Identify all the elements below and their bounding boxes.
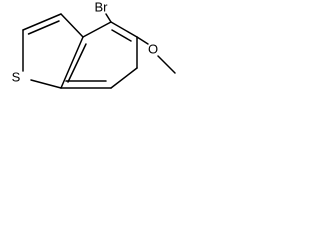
bond-c2-c3-double	[27, 20, 60, 35]
bond-c7a-c3a	[60, 36, 84, 89]
bond-c4-c5-double	[111, 29, 132, 42]
bond-c7a-s	[30, 79, 62, 89]
bond-c3a-c4	[82, 21, 112, 38]
bond-c2-c3	[22, 13, 62, 31]
bond-c4-br	[105, 13, 112, 23]
bond-c4-c5	[110, 21, 138, 38]
bond-c5-o	[136, 36, 149, 45]
atom-label-bromine: Br	[95, 0, 109, 14]
bond-c3-c3a	[60, 13, 84, 38]
atom-label-oxygen: O	[148, 41, 158, 56]
atom-label-sulfur: S	[12, 69, 21, 84]
structural-formula: S Br O	[12, 0, 176, 89]
bond-c6-c7	[110, 67, 138, 89]
bond-c7a-c3a-double	[67, 43, 87, 83]
bond-o-ch3	[157, 55, 176, 74]
